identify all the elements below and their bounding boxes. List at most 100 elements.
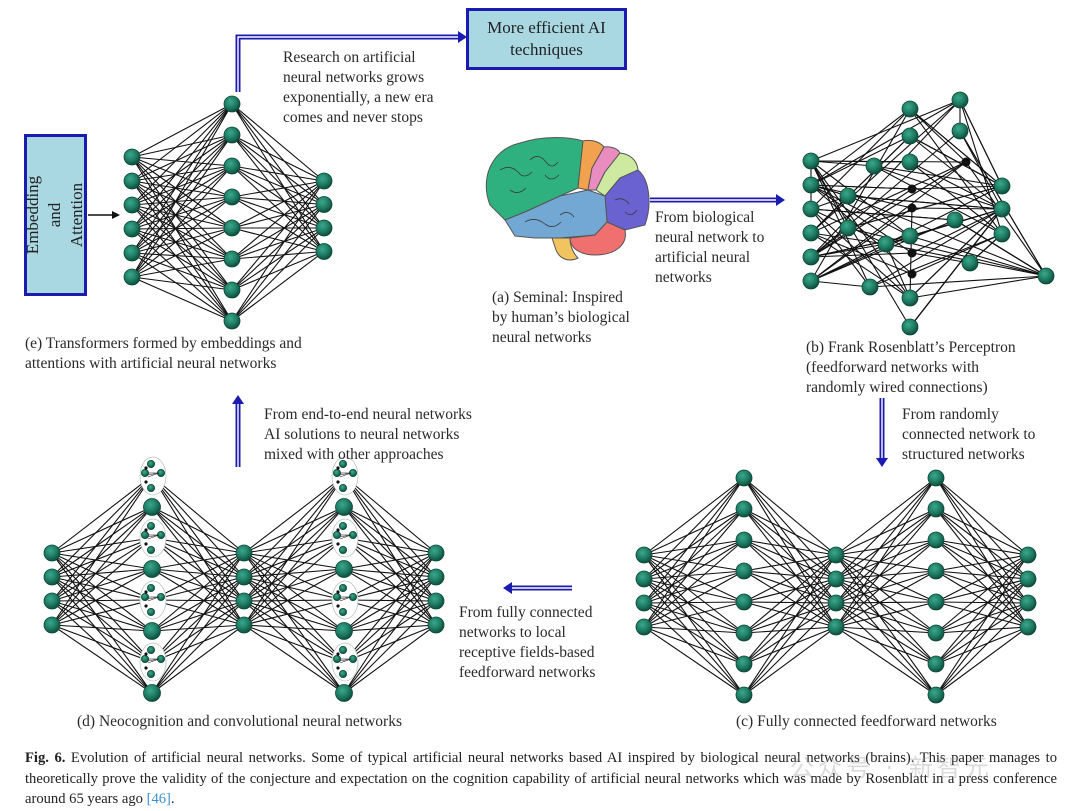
network-link	[810, 243, 887, 282]
network-link	[243, 506, 345, 578]
network-link	[835, 554, 937, 665]
network-link	[810, 160, 911, 299]
neural-network-evolution-diagram	[43, 31, 1055, 704]
network-link	[810, 161, 967, 234]
network-link	[231, 227, 325, 260]
network-link	[835, 539, 937, 628]
network-link	[243, 624, 345, 632]
caption-end: .	[170, 791, 175, 807]
network-link	[131, 103, 233, 254]
neuron-node	[802, 176, 820, 194]
network-link	[343, 624, 437, 694]
network-link	[231, 196, 325, 206]
network-link	[343, 599, 437, 626]
network-link	[151, 624, 245, 694]
neuron-node	[143, 498, 161, 516]
cluster-link	[339, 534, 352, 540]
neuron-node	[946, 211, 964, 229]
neuron-node	[901, 227, 919, 245]
network-link	[51, 475, 153, 626]
neuron-node	[235, 544, 253, 562]
network-link	[911, 252, 971, 264]
cluster-dot	[144, 666, 148, 670]
neuron-node	[839, 219, 857, 237]
hidden-unit-dot	[907, 203, 917, 213]
network-link	[231, 250, 325, 291]
network-link	[151, 600, 245, 632]
network-link	[231, 180, 325, 291]
network-link	[643, 508, 745, 556]
network-link	[131, 165, 233, 182]
network-link	[243, 537, 345, 578]
network-link	[343, 624, 437, 632]
network-link	[51, 552, 153, 694]
neuron-node	[993, 200, 1011, 218]
network-link	[151, 600, 245, 694]
network-link	[643, 602, 745, 665]
network-link	[243, 599, 345, 602]
network-link	[935, 626, 1029, 665]
neuron-node	[223, 157, 241, 175]
network-link	[151, 552, 245, 694]
network-link	[643, 570, 745, 604]
network-link	[743, 477, 837, 580]
brain-fold	[509, 187, 527, 193]
network-links	[51, 99, 1047, 696]
network-link	[231, 227, 325, 322]
network-link	[643, 539, 745, 556]
neuron-node	[635, 570, 653, 588]
network-link	[743, 602, 837, 696]
network-link	[343, 475, 437, 602]
network-link	[835, 477, 937, 580]
network-link	[131, 165, 233, 230]
cluster-node	[332, 655, 341, 664]
network-link	[935, 626, 1029, 696]
network-link	[343, 599, 437, 602]
network-link	[243, 599, 345, 626]
network-link	[243, 624, 345, 663]
network-link	[131, 156, 233, 198]
network-link	[935, 508, 1029, 556]
network-link	[243, 600, 345, 663]
network-link	[935, 578, 1029, 665]
cluster-link	[147, 596, 160, 602]
network-link	[643, 554, 745, 603]
network-link	[959, 130, 1003, 210]
network-link	[810, 99, 961, 162]
network-link	[743, 539, 837, 628]
network-link	[51, 475, 153, 578]
neuron-node	[927, 624, 945, 642]
network-link	[935, 477, 1029, 628]
network-link	[131, 134, 233, 230]
network-link	[935, 554, 1029, 634]
cluster-dot	[336, 542, 340, 546]
network-link	[231, 180, 325, 229]
neuron-node	[802, 200, 820, 218]
network-link	[131, 156, 233, 291]
cluster-link	[339, 596, 352, 602]
network-link	[231, 203, 325, 229]
network-link	[51, 552, 153, 570]
network-link	[51, 576, 153, 694]
cluster-node	[140, 593, 149, 602]
network-link	[151, 537, 245, 626]
network-link	[954, 219, 1047, 277]
network-link	[343, 537, 437, 554]
network-link	[835, 626, 937, 634]
network-link	[231, 165, 325, 206]
network-link	[810, 232, 887, 245]
neuron-node	[235, 568, 253, 586]
network-link	[243, 506, 345, 554]
neuron-node	[223, 188, 241, 206]
network-link	[151, 624, 245, 663]
network-link	[131, 103, 233, 278]
network-link	[643, 626, 745, 696]
neuron-node	[143, 622, 161, 640]
cluster-dot	[144, 528, 148, 532]
panel-c-caption: (c) Fully connected feedforward networks	[736, 713, 997, 730]
network-link	[343, 506, 437, 602]
reference-link[interactable]: [46]	[146, 791, 171, 807]
network-link	[959, 99, 1003, 187]
network-link	[911, 233, 1003, 275]
neuron-node	[735, 624, 753, 642]
